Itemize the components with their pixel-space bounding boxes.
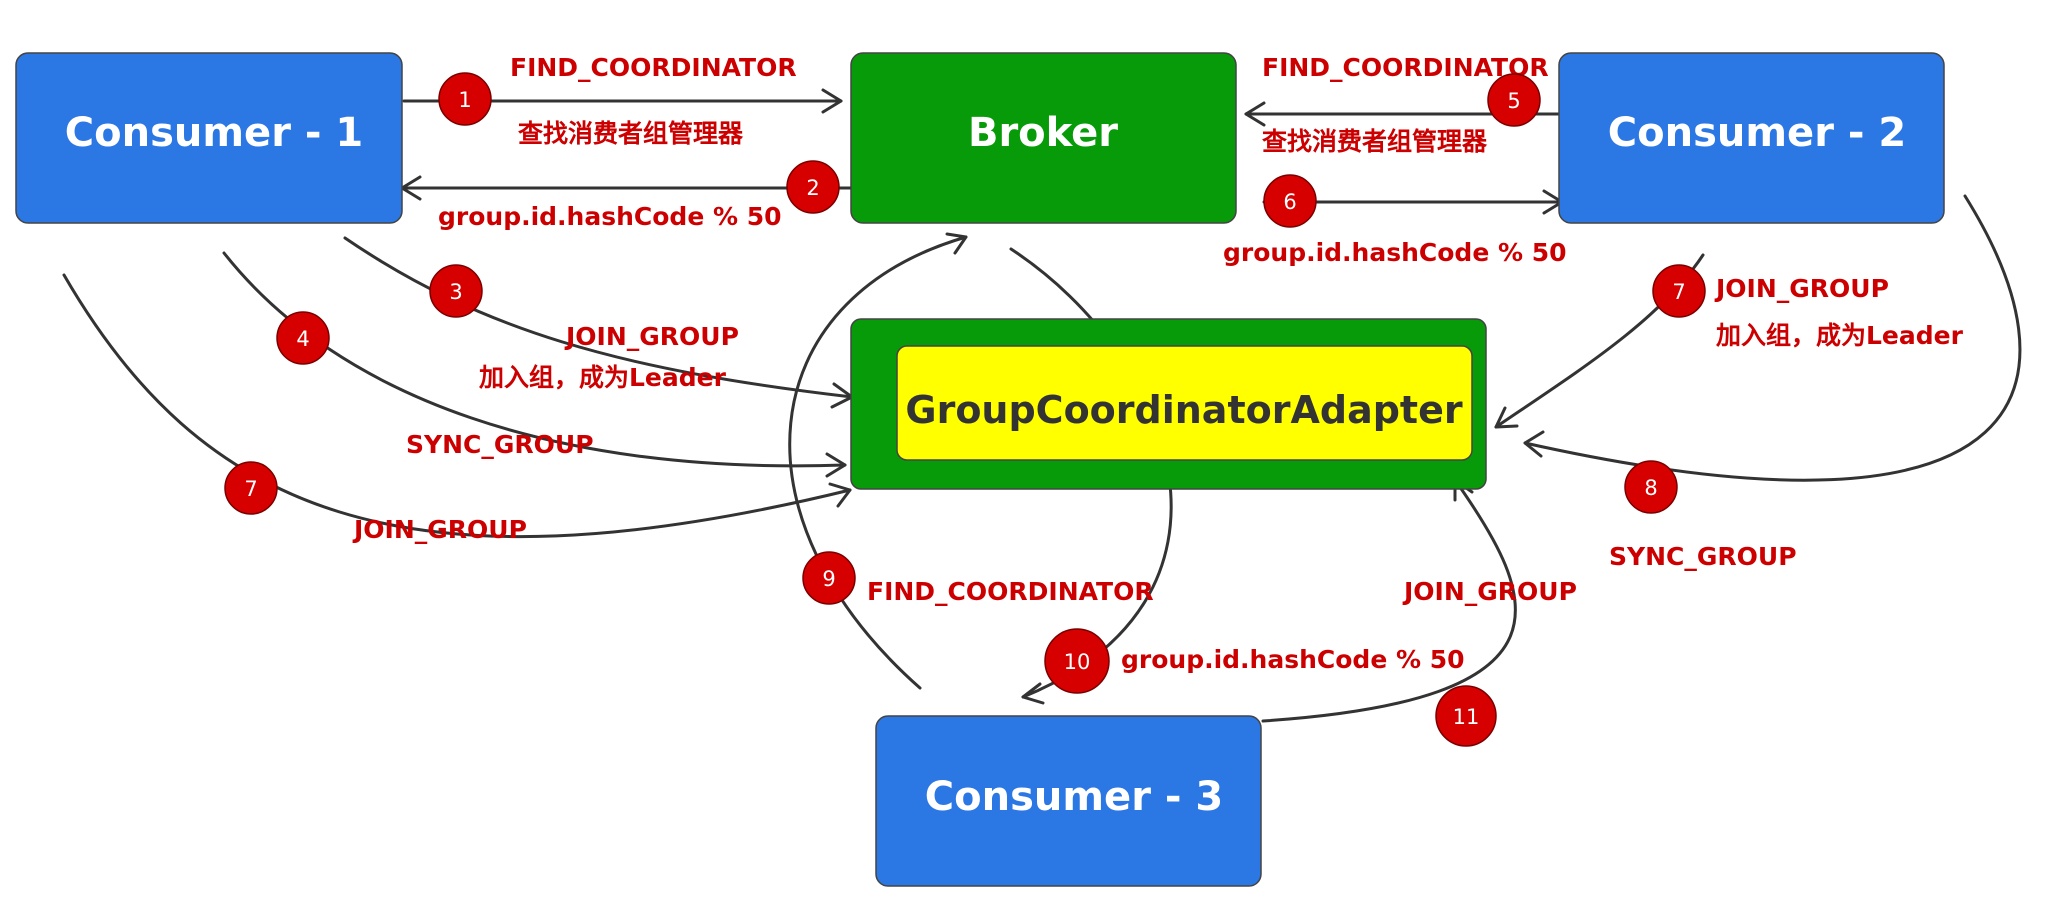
label-c3-hash: group.id.hashCode % 50 [1121, 645, 1465, 674]
arrowhead-c1-join-group-2 [828, 482, 852, 508]
label-c3-join: JOIN_GROUP [1402, 577, 1577, 606]
label-c1-sync: SYNC_GROUP [406, 430, 594, 459]
arrow-c1-join-group-2 [62, 273, 852, 539]
label-c1-find-cn: 查找消费者组管理器 [518, 119, 744, 148]
label-c1-find: FIND_COORDINATOR [510, 53, 797, 82]
group-coordinator-adapter-node: GroupCoordinatorAdapter [850, 318, 1487, 490]
svg-text:7: 7 [1672, 280, 1685, 304]
step-badge-1: 1 [438, 72, 492, 126]
svg-text:6: 6 [1283, 190, 1296, 214]
step-badge-7-left: 7 [224, 461, 278, 515]
arrow-c2-sync-group [1523, 194, 2022, 482]
consumer-2-node: Consumer - 2 [1558, 52, 1945, 224]
arrowhead-c1-sync-group [825, 452, 847, 478]
label-c1-hash: group.id.hashCode % 50 [438, 202, 782, 231]
svg-text:5: 5 [1507, 89, 1520, 113]
arrowhead-c2-sync-group [1523, 430, 1545, 458]
arrowhead-c2-find-coordinator [1244, 101, 1266, 127]
label-c1-join2: JOIN_GROUP [352, 515, 527, 544]
svg-text:1: 1 [458, 88, 471, 112]
svg-text:2: 2 [806, 176, 819, 200]
broker-label: Broker [968, 110, 1118, 156]
svg-text:9: 9 [822, 567, 835, 591]
arrow-c1-join-group [343, 236, 854, 399]
label-c2-hash: group.id.hashCode % 50 [1223, 238, 1567, 267]
label-c3-find: FIND_COORDINATOR [867, 577, 1154, 606]
step-badge-10: 10 [1044, 628, 1110, 694]
label-c2-join-cn: 加入组，成为Leader [1715, 321, 1964, 350]
consumer-2-label: Consumer - 2 [1608, 110, 1906, 156]
step-badge-9: 9 [802, 551, 856, 605]
consumer-1-label: Consumer - 1 [65, 110, 363, 156]
svg-text:4: 4 [296, 327, 309, 351]
svg-text:8: 8 [1644, 476, 1657, 500]
consumer-3-node: Consumer - 3 [875, 715, 1262, 887]
arrow-c3-join-group [1261, 478, 1517, 723]
arrowhead-c2-join-group [1494, 406, 1519, 429]
step-badges: 1 2 3 4 7 5 6 7 [224, 72, 1706, 747]
arrow-c1-sync-group [222, 251, 847, 468]
label-c1-join-cn: 加入组，成为Leader [478, 363, 727, 392]
step-badge-6: 6 [1263, 174, 1317, 228]
adapter-label: GroupCoordinatorAdapter [905, 388, 1462, 432]
svg-text:3: 3 [449, 280, 462, 304]
label-c2-find-cn: 查找消费者组管理器 [1262, 127, 1488, 156]
step-badge-7-right: 7 [1652, 264, 1706, 318]
label-c2-sync: SYNC_GROUP [1609, 542, 1797, 571]
svg-text:11: 11 [1453, 705, 1480, 729]
consumer-1-node: Consumer - 1 [15, 52, 403, 224]
svg-text:7: 7 [244, 477, 257, 501]
broker-node: Broker [850, 52, 1237, 224]
step-badge-8: 8 [1624, 460, 1678, 514]
step-badge-5: 5 [1487, 73, 1541, 127]
label-c2-join: JOIN_GROUP [1714, 274, 1889, 303]
arrow-c3-find-coordinator [788, 235, 968, 690]
arrowhead-c1-find-coordinator [821, 88, 843, 114]
step-badge-3: 3 [429, 264, 483, 318]
arrowhead-c3-find-coordinator [945, 232, 968, 255]
consumer-3-label: Consumer - 3 [925, 774, 1223, 820]
edge-labels: FIND_COORDINATOR 查找消费者组管理器 group.id.hash… [352, 53, 1964, 674]
step-badge-4: 4 [276, 311, 330, 365]
svg-text:10: 10 [1064, 650, 1091, 674]
step-badge-11: 11 [1435, 685, 1497, 747]
label-c1-join: JOIN_GROUP [564, 322, 739, 351]
arrowhead-c3-hash [1021, 682, 1045, 705]
step-badge-2: 2 [786, 160, 840, 214]
